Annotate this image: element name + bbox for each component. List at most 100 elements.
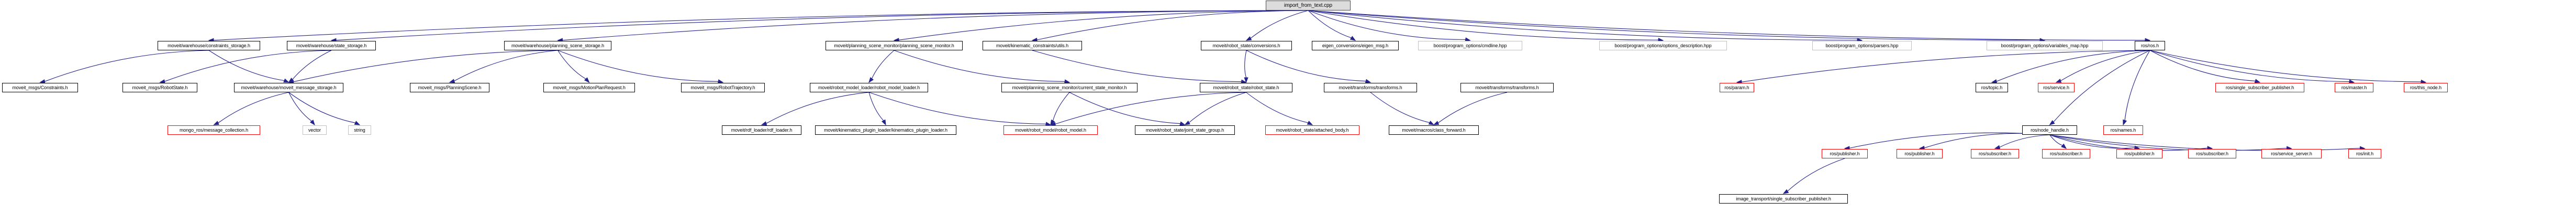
graph-edge (44, 50, 209, 82)
graph-edge (288, 92, 355, 123)
graph-node[interactable]: vector (303, 125, 327, 135)
graph-node[interactable]: ros/master.h (2335, 83, 2373, 92)
graph-edge (1032, 50, 1242, 82)
graph-edge (2049, 134, 2360, 151)
graph-node[interactable]: moveit/robot_model_loader/robot_model_lo… (810, 83, 928, 92)
graph-node[interactable]: moveit/kinematics_plugin_loader/kinemati… (815, 125, 956, 135)
graph-edge (2060, 50, 2150, 81)
graph-edge (2149, 50, 2256, 82)
graph-edge-arrowhead (1179, 121, 1186, 126)
graph-node[interactable]: moveit_msgs/PlanningScene.h (410, 83, 489, 92)
graph-edge-arrowhead (1184, 120, 1190, 125)
graph-node[interactable]: moveit/warehouse/planning_scene_storage.… (504, 41, 611, 50)
graph-edge-arrowhead (1350, 36, 1356, 41)
graph-node[interactable]: ros/publisher.h (1822, 149, 1868, 158)
graph-root-node[interactable]: import_from_text.cpp (1266, 1, 1351, 10)
graph-node[interactable]: ros/service.h (2038, 83, 2075, 92)
graph-node[interactable]: ros/subscriber.h (2042, 149, 2090, 158)
graph-node[interactable]: moveit/warehouse/moveit_message_storage.… (234, 83, 343, 92)
graph-edge-arrowhead (2049, 120, 2055, 125)
graph-node[interactable]: ros/service_server.h (2261, 149, 2322, 158)
graph-edge (1999, 134, 2050, 148)
graph-node[interactable]: moveit/warehouse/state_storage.h (287, 41, 376, 50)
graph-edge (894, 50, 1065, 82)
graph-node[interactable]: ros/ros.h (2135, 41, 2165, 50)
graph-node[interactable]: ros/publisher.h (2116, 149, 2162, 158)
graph-edge (1437, 92, 1508, 123)
graph-edge (1996, 50, 2150, 82)
graph-edge (1246, 50, 1366, 82)
graph-node[interactable]: ros/param.h (1720, 83, 1754, 92)
graph-edge (2049, 134, 2287, 151)
graph-edge (1308, 10, 1466, 40)
graph-node[interactable]: moveit/transforms/transforms.h (1324, 83, 1417, 92)
graph-edge (1189, 92, 1246, 123)
graph-node[interactable]: moveit/rdf_loader/rdf_loader.h (722, 125, 801, 135)
graph-edge (1849, 132, 2050, 148)
graph-node[interactable]: mongo_ros/message_collection.h (168, 125, 260, 135)
graph-edge (1246, 92, 1309, 123)
graph-node[interactable]: string (348, 125, 371, 135)
graph-node[interactable]: moveit/robot_state/joint_state_group.h (1135, 125, 1235, 135)
graph-node[interactable]: boost/program_options/cmdline.hpp (1418, 41, 1522, 50)
graph-edge-arrowhead (1050, 119, 1055, 126)
graph-edge (1308, 10, 1352, 38)
graph-node[interactable]: boost/program_options/options_descriptio… (1599, 41, 1727, 50)
graph-edge (557, 50, 586, 80)
graph-node[interactable]: moveit/kinematic_constraints/utils.h (983, 41, 1082, 50)
graph-edge-arrowhead (1428, 120, 1435, 125)
graph-node[interactable]: ros/names.h (2103, 125, 2143, 135)
graph-edge-arrowhead (1244, 77, 1248, 83)
graph-edge (1036, 10, 1309, 40)
graph-node[interactable]: ros/subscriber.h (2188, 149, 2236, 158)
graph-edge-arrowhead (449, 79, 455, 83)
graph-edge (868, 92, 884, 121)
graph-node[interactable]: moveit_msgs/Constraints.h (2, 83, 78, 92)
graph-node[interactable]: boost/program_options/parsers.hpp (1812, 41, 1912, 50)
graph-node[interactable]: moveit/transforms/transforms.h (1460, 83, 1554, 92)
graph-edge (1250, 10, 1309, 39)
graph-edge (1308, 10, 1659, 40)
graph-node[interactable]: image_transport/single_subscriber_publis… (1719, 194, 1848, 204)
graph-edge (213, 10, 1309, 41)
graph-node[interactable]: ros/init.h (2348, 149, 2381, 158)
graph-edge (1787, 158, 1845, 191)
graph-node[interactable]: moveit/robot_model/robot_model.h (1003, 125, 1098, 135)
graph-node[interactable]: moveit/planning_scene_monitor/current_st… (1001, 83, 1138, 92)
graph-node[interactable]: ros/subscriber.h (1971, 149, 2019, 158)
graph-edge (2049, 134, 2063, 146)
graph-node[interactable]: ros/topic.h (1976, 83, 2008, 92)
graph-node[interactable]: ros/this_node.h (2404, 83, 2448, 92)
graph-node[interactable]: moveit/macros/class_forward.h (1389, 125, 1479, 135)
graph-edge (1052, 92, 1070, 121)
graph-node[interactable]: moveit/warehouse/constraints_storage.h (158, 41, 260, 50)
graph-edge-arrowhead (2061, 143, 2067, 149)
graph-edge-arrowhead (882, 119, 886, 126)
graph-edge (562, 10, 1309, 41)
graph-edge-arrowhead (868, 77, 874, 83)
graph-node[interactable]: moveit/planning_scene_monitor/planning_s… (826, 41, 963, 50)
graph-node[interactable]: moveit/robot_state/robot_state.h (1200, 83, 1292, 92)
graph-edge (872, 50, 895, 79)
graph-node[interactable]: moveit_msgs/RobotState.h (122, 83, 197, 92)
graph-edge (218, 92, 289, 123)
graph-edge (164, 50, 332, 82)
graph-node[interactable]: moveit/robot_state/conversions.h (1201, 41, 1292, 50)
graph-node[interactable]: moveit_msgs/RobotTrajectory.h (681, 83, 765, 92)
graph-edge (1308, 10, 1858, 41)
graph-edge (2124, 50, 2150, 121)
graph-edge (1244, 50, 1247, 78)
graph-node[interactable]: ros/single_subscriber_publisher.h (2215, 83, 2304, 92)
graph-edge-arrowhead (761, 121, 767, 126)
graph-node[interactable]: moveit/robot_state/attached_body.h (1265, 125, 1359, 135)
graph-edge-arrowhead (1307, 121, 1313, 125)
graph-node[interactable]: moveit_msgs/MotionPlanRequest.h (543, 83, 635, 92)
graph-node[interactable]: eigen_conversions/eigen_msg.h (1312, 41, 1399, 50)
graph-node[interactable]: ros/node_handle.h (2022, 125, 2077, 135)
graph-node[interactable]: boost/program_options/variables_map.hpp (1987, 41, 2103, 50)
graph-edge (293, 50, 558, 82)
graph-node[interactable]: ros/publisher.h (1897, 149, 1943, 158)
graph-edge (1924, 133, 2050, 148)
